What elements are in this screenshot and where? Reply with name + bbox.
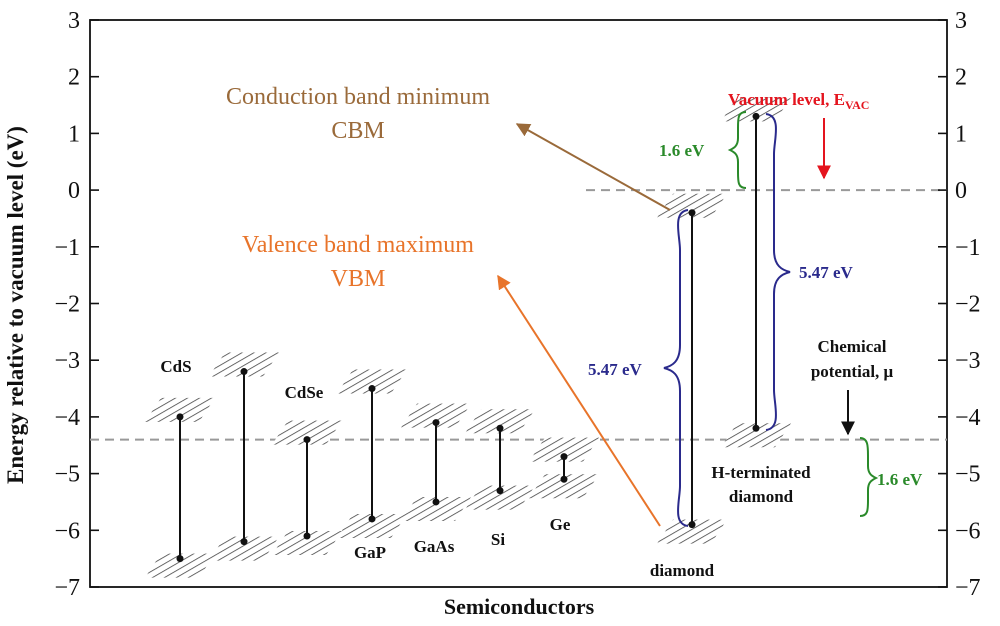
vbm-band bbox=[529, 474, 599, 499]
vbm-point bbox=[560, 475, 568, 483]
y-tick-label-right: 1 bbox=[955, 121, 967, 147]
vbm-point bbox=[240, 538, 248, 546]
semiconductor-label: CdS bbox=[160, 357, 191, 376]
vbm-point bbox=[303, 532, 311, 540]
vbm-point bbox=[688, 521, 696, 529]
semiconductor-label: CdSe bbox=[285, 383, 324, 402]
semiconductor-label: diamond bbox=[729, 487, 794, 506]
cbm-point bbox=[752, 112, 760, 120]
vbm-band bbox=[145, 553, 215, 578]
y-tick-label-left: −2 bbox=[54, 292, 80, 318]
semiconductor-label: Ge bbox=[550, 515, 571, 534]
diamond-gap-brace bbox=[663, 209, 689, 527]
cbm-band bbox=[337, 369, 407, 394]
cbm-point bbox=[432, 419, 440, 427]
cbm-point bbox=[303, 436, 311, 444]
y-tick-label-right: −6 bbox=[955, 518, 981, 544]
y-tick-label-right: 0 bbox=[955, 178, 967, 204]
diamond-gap-label: 5.47 eV bbox=[588, 360, 643, 379]
cbm-point bbox=[496, 424, 504, 432]
semiconductor-label: H-terminated bbox=[711, 463, 811, 482]
vbm-band bbox=[657, 519, 727, 544]
y-tick-label-left: −5 bbox=[54, 462, 80, 488]
cbm-band bbox=[401, 403, 471, 428]
cbm-band bbox=[465, 409, 535, 434]
vbm-arrow bbox=[497, 274, 661, 527]
h-diamond-gap-label: 5.47 eV bbox=[799, 263, 854, 282]
cbm-point bbox=[176, 413, 184, 421]
band-marks bbox=[145, 97, 791, 578]
semiconductor-label: diamond bbox=[650, 561, 715, 580]
cbm-point bbox=[368, 385, 376, 393]
vbm-band bbox=[272, 530, 342, 555]
cbm-point bbox=[240, 368, 248, 376]
vacuum-level-main: Vacuum level, E bbox=[728, 90, 845, 109]
cbm-band bbox=[145, 397, 215, 422]
cbm-arrow bbox=[515, 123, 671, 211]
cbm-annotation-line1: Conduction band minimum bbox=[226, 84, 490, 110]
chemical-potential-line1: Chemical bbox=[818, 337, 887, 356]
vbm-band bbox=[337, 513, 407, 538]
y-tick-label-right: −7 bbox=[955, 575, 981, 601]
cbm-band bbox=[209, 352, 279, 377]
y-tick-label-right: −3 bbox=[955, 348, 981, 374]
vbm-band bbox=[401, 496, 471, 521]
y-tick-label-left: 2 bbox=[68, 65, 80, 91]
top-offset-label: 1.6 eV bbox=[659, 141, 705, 160]
vbm-point bbox=[176, 555, 184, 563]
y-tick-label-left: 0 bbox=[68, 178, 80, 204]
cbm-band bbox=[529, 437, 599, 462]
cbm-annotation-line2: CBM bbox=[331, 118, 384, 144]
bottom-offset-label: 1.6 eV bbox=[877, 470, 923, 489]
vbm-band bbox=[465, 485, 535, 510]
y-tick-label-left: 1 bbox=[68, 121, 80, 147]
cbm-point bbox=[688, 209, 696, 217]
semiconductor-label: Si bbox=[491, 530, 505, 549]
y-tick-label-right: −5 bbox=[955, 462, 981, 488]
y-tick-label-left: −1 bbox=[54, 235, 80, 261]
reference-lines bbox=[90, 189, 947, 441]
vbm-point bbox=[368, 515, 376, 523]
y-tick-label-right: −4 bbox=[955, 405, 981, 431]
y-tick-label-left: 3 bbox=[68, 8, 80, 34]
vbm-annotation-line1: Valence band maximum bbox=[242, 232, 474, 258]
chemical-potential-line2: potential, μ bbox=[811, 362, 894, 381]
x-axis-title: Semiconductors bbox=[444, 594, 595, 619]
vacuum-level-label: Vacuum level, EVAC bbox=[728, 90, 869, 112]
semiconductor-label: GaAs bbox=[414, 537, 455, 556]
semiconductor-label: GaP bbox=[354, 543, 386, 562]
vbm-point bbox=[496, 487, 504, 495]
vacuum-level-subscript: VAC bbox=[845, 98, 869, 112]
y-axis-title: Energy relative to vacuum level (eV) bbox=[3, 126, 28, 484]
cbm-band bbox=[657, 193, 727, 218]
y-tick-label-left: −7 bbox=[54, 575, 80, 601]
vbm-point bbox=[752, 424, 760, 432]
y-tick-label-right: 3 bbox=[955, 8, 967, 34]
cbm-band bbox=[272, 420, 342, 445]
vbm-band bbox=[721, 423, 791, 448]
y-tick-label-right: −2 bbox=[955, 292, 981, 318]
h-diamond-gap-brace bbox=[765, 113, 791, 431]
bottom-offset-brace bbox=[859, 437, 879, 517]
y-tick-label-right: −1 bbox=[955, 235, 981, 261]
axis-ticks: 3 3 2 2 1 1 0 0 −1 −1 −2 −2 −3 −3 −4 −4 −5 −5 −6 −6 −7 −7 bbox=[54, 8, 980, 601]
vbm-band bbox=[209, 536, 279, 561]
vbm-annotation-line2: VBM bbox=[331, 266, 386, 292]
y-tick-label-right: 2 bbox=[955, 65, 967, 91]
y-tick-label-left: −3 bbox=[54, 348, 80, 374]
cbm-point bbox=[560, 453, 568, 461]
top-offset-brace bbox=[727, 111, 747, 189]
y-tick-label-left: −4 bbox=[54, 405, 80, 431]
y-tick-label-left: −6 bbox=[54, 518, 80, 544]
vbm-point bbox=[432, 498, 440, 506]
